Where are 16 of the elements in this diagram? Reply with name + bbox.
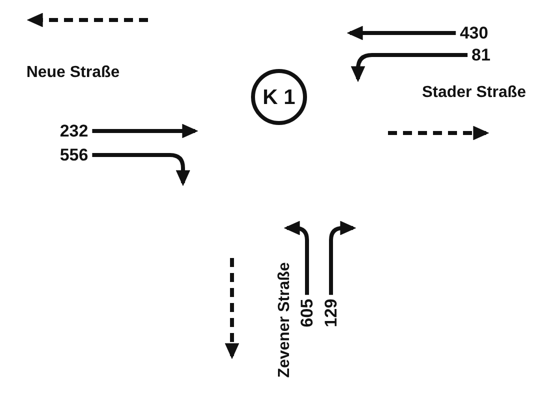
arrow	[329, 220, 356, 295]
arrow	[284, 220, 309, 295]
traffic-count: 430	[460, 24, 488, 42]
street-name: Zevener Straße	[277, 262, 293, 378]
arrow	[92, 153, 190, 186]
traffic-count: 556	[60, 146, 88, 164]
street-name: Neue Straße	[26, 65, 120, 81]
traffic-count: 129	[322, 298, 340, 328]
street-name: Stader Straße	[422, 85, 526, 101]
arrow	[346, 26, 456, 40]
traffic-count: 605	[298, 298, 316, 328]
junction-circle: K 1	[251, 69, 307, 125]
traffic-count: 81	[472, 46, 490, 64]
traffic-count: 232	[60, 122, 88, 140]
arrow	[350, 53, 468, 82]
arrow	[92, 124, 198, 138]
